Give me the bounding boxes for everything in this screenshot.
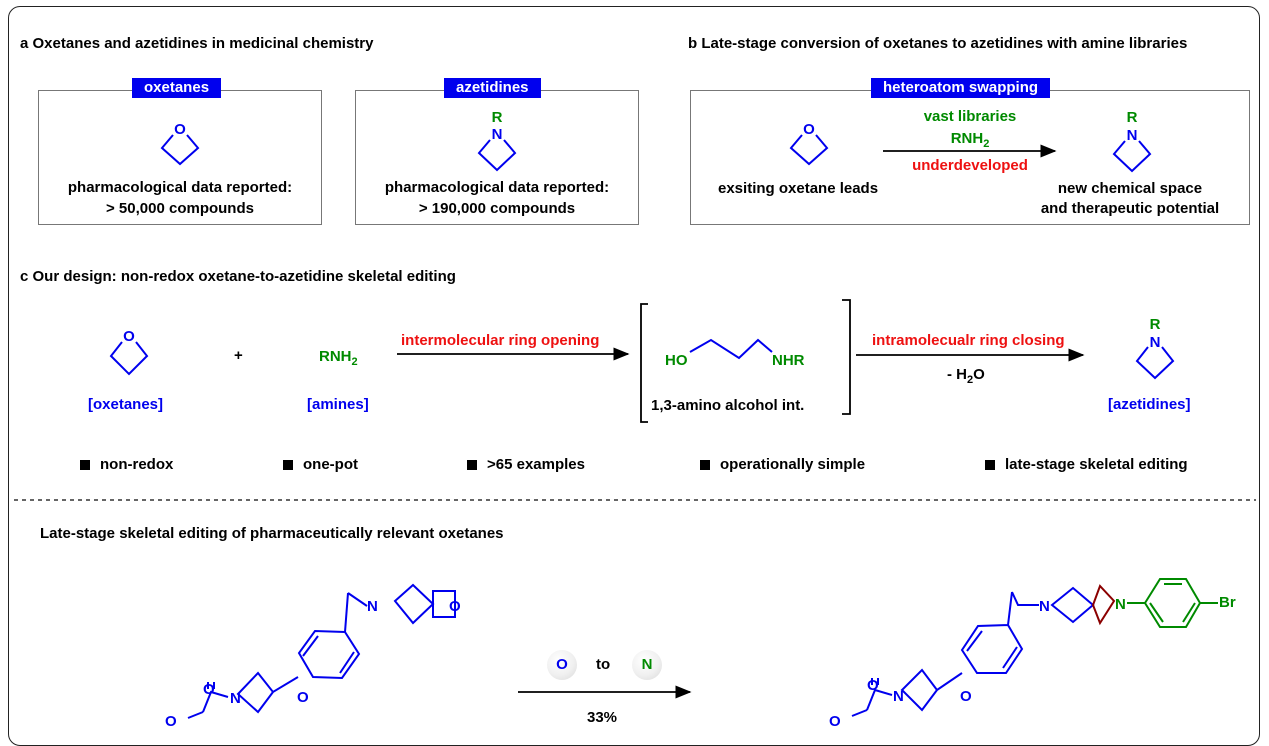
rnh2-reagent: RNH2 (950, 130, 990, 150)
right-amide-n: N (893, 688, 904, 705)
bullet-icon (467, 460, 477, 470)
right-ether-o: O (960, 688, 972, 705)
right-aryl-n: N (1115, 596, 1126, 613)
oxetane-drug-structure (187, 583, 456, 719)
azetidine-product-ring-icon (1112, 140, 1152, 173)
oxetanes-data-line1: pharmacological data reported: (67, 179, 293, 196)
left-bracket (640, 303, 648, 423)
azetidine-new-ring (1091, 584, 1116, 626)
bullet-icon (283, 460, 293, 470)
azetidine-drug-structure (851, 586, 1095, 717)
oxetane-lead-ring-icon (789, 134, 829, 166)
left-spiro-n: N (367, 598, 378, 615)
left-ether-o: O (297, 689, 309, 706)
panel-c-title: c Our design: non-redox oxetane-to-azeti… (20, 268, 456, 285)
feature-item: operationally simple (700, 456, 865, 473)
nitrogen-atom-badge: N (632, 650, 662, 680)
panel-b-title: b Late-stage conversion of oxetanes to a… (688, 35, 1188, 52)
underdeveloped-text: underdeveloped (912, 157, 1028, 174)
amino-alcohol-label: 1,3-amino alcohol int. (651, 397, 805, 414)
plus-sign: + (234, 347, 243, 364)
panel-a-title: a Oxetanes and azetidines in medicinal c… (20, 35, 374, 52)
left-amide-n: N (230, 690, 241, 707)
vast-libraries-text: vast libraries (923, 108, 1017, 125)
amine-formula: RNH2 (319, 348, 358, 368)
bromine-atom: Br (1219, 594, 1236, 611)
azetidines-label: azetidines (444, 78, 541, 98)
oxetanes-data-line2: > 50,000 compounds (106, 200, 254, 217)
azetidines-bracket-label: [azetidines] (1108, 396, 1191, 413)
azetidines-data-line2: > 190,000 compounds (418, 200, 576, 217)
chemical-space-caption-2: and therapeutic potential (1040, 200, 1220, 217)
yield-text: 33% (587, 709, 618, 726)
azetidine-r-group: R (492, 109, 503, 126)
oxetane-ring-icon (160, 134, 200, 166)
oxetane-reactant-o-atom: O (123, 328, 135, 345)
bullet-icon (700, 460, 710, 470)
structures-layer: O R N O R N O HO NHR R N (14, 109, 1256, 728)
left-ester-o: O (165, 713, 177, 728)
right-ester-o: O (829, 713, 841, 728)
bromophenyl-group (1127, 578, 1218, 628)
oxetane-lead-o-atom: O (803, 121, 815, 138)
right-spiro-n: N (1039, 598, 1050, 615)
panel-d-title: Late-stage skeletal editing of pharmaceu… (40, 525, 504, 542)
azetidine-c-n-atom: N (1150, 334, 1161, 351)
azetidines-data-line1: pharmacological data reported: (384, 179, 610, 196)
feature-item: one-pot (283, 456, 358, 473)
oxygen-atom-badge: O (547, 650, 577, 680)
hydroxyl-group: HO (665, 352, 688, 369)
bullet-icon (80, 460, 90, 470)
oxetane-reactant-ring-icon (109, 341, 149, 376)
azetidine-product-c-ring-icon (1135, 346, 1175, 380)
feature-item: late-stage skeletal editing (985, 456, 1188, 473)
amines-bracket-label: [amines] (307, 396, 369, 413)
product-n-atom: N (1127, 127, 1138, 144)
oxetane-o-atom: O (174, 121, 186, 138)
feature-item: non-redox (80, 456, 173, 473)
nhr-group: NHR (772, 352, 805, 369)
to-text: to (596, 656, 611, 673)
ring-closing-label: intramolecualr ring closing (872, 332, 1065, 349)
product-r-group: R (1127, 109, 1138, 126)
oxetanes-bracket-label: [oxetanes] (88, 396, 164, 413)
azetidine-n-atom: N (492, 126, 503, 143)
azetidine-c-r-group: R (1150, 316, 1161, 333)
heteroatom-swapping-label: heteroatom swapping (871, 78, 1051, 98)
right-bracket (842, 299, 851, 415)
ring-opening-label: intermolecular ring opening (401, 332, 600, 349)
amino-alcohol-chain (689, 338, 773, 360)
right-carbonyl-o: O (867, 677, 879, 694)
chemical-space-caption-1: new chemical space (1057, 180, 1203, 197)
bullet-icon (985, 460, 995, 470)
water-loss-label: - H2O (947, 366, 985, 386)
left-carbonyl-o: O (203, 681, 215, 698)
left-oxetane-o: O (449, 598, 461, 615)
feature-item: >65 examples (467, 456, 585, 473)
oxetane-leads-caption: exsiting oxetane leads (718, 180, 879, 197)
azetidine-ring-icon (477, 139, 517, 172)
oxetanes-label: oxetanes (132, 78, 222, 98)
